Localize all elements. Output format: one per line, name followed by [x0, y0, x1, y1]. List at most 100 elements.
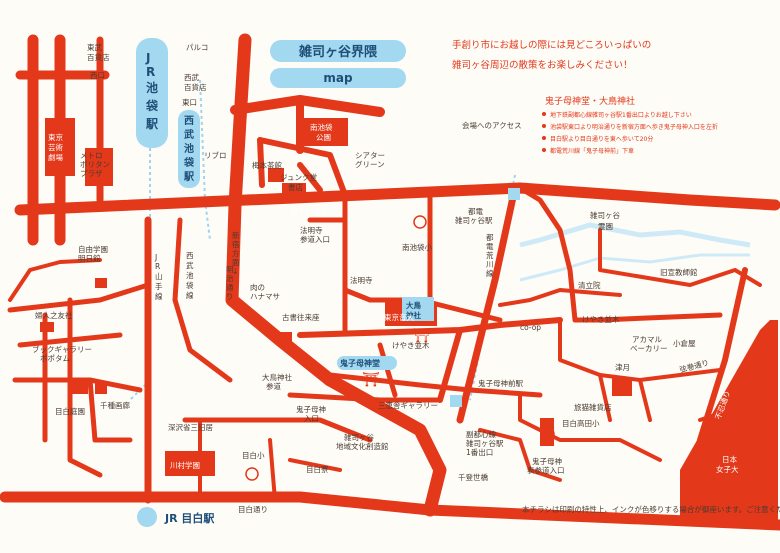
senzai-label: 千登世橋: [458, 472, 488, 482]
toden-zoshigaya-marker[interactable]: [508, 188, 520, 200]
building-mejiro-teien: [70, 378, 88, 394]
shiata-label: シアターグリーン: [355, 151, 385, 169]
jr-mejiro-marker[interactable]: [137, 507, 157, 527]
stations: [136, 38, 520, 527]
bunka-label: 雑司ヶ谷地域文化創造館: [336, 432, 389, 451]
cemetery-label: 雑司ヶ谷霊園: [590, 210, 620, 231]
ootori-label: 大鳥神社: [406, 300, 421, 320]
metropolitan-label: メトロポリタンプラザ: [80, 151, 110, 178]
building-koshoo: [278, 332, 292, 344]
jr-ikebukuro-station[interactable]: [136, 38, 168, 148]
building-junkudo: [282, 183, 306, 197]
school-icon-mejiro: [245, 467, 259, 481]
access-item: 都電荒川線「鬼子母神前」下車: [550, 147, 634, 155]
toden-arakawa-label: 都電荒川線: [486, 233, 494, 278]
mejiro-ryo-label: 目白寮: [306, 464, 329, 474]
mejiro-road-label: 目白通り: [238, 504, 268, 514]
building-fujin: [40, 322, 54, 332]
kyu-sendai-label: 旧宣教師館: [660, 267, 698, 277]
koshoo-label: 古書往来座: [282, 312, 320, 322]
keyaki-1-label: けやき並木: [392, 340, 430, 350]
intro-line1: 手創り市にお越しの際には見どころいっぱいの: [452, 39, 651, 51]
seibu-line-label: 西武池袋線: [186, 251, 194, 300]
nihon-joshi-label: 日本女子大: [716, 454, 739, 474]
school-icon-mejirodai: [541, 427, 555, 441]
seibu-ikebukuro-station[interactable]: [178, 110, 200, 188]
junkudo-label: ジュンク堂書店: [280, 172, 317, 192]
tokyo-ondai-label: 東京音大: [384, 312, 414, 322]
building-metropolitan: [85, 148, 113, 186]
toden-kishimojinmae-marker[interactable]: [450, 395, 462, 407]
building-senkei: [95, 382, 107, 394]
parco-label: パルコ: [186, 43, 208, 52]
higashiguchi-label: 東口: [182, 97, 197, 107]
school-icon-minami: [413, 215, 427, 229]
building-kawamura: [165, 451, 215, 476]
meiji-road-label: 明治通り: [226, 265, 234, 301]
access-item: 目白駅より目白通りを東へ歩いて20分: [550, 135, 653, 143]
seibu-dept-label: 西武百貨店: [184, 72, 207, 92]
title-pill-1: [270, 40, 406, 62]
access-venue: 鬼子母神堂・大鳥神社: [545, 95, 635, 107]
labels: 東武百貨店 西口 パルコ 西武百貨店 東口 リブロ 東京芸術劇場 メトロポリタン…: [32, 42, 739, 482]
temple-icons: ⛩ ⛩: [245, 215, 555, 481]
jr-mejiro-label: JR 目白駅: [164, 511, 214, 525]
building-nihon-joshi: [680, 320, 778, 520]
book-gallery-label: ブックギャラリーポポタム: [32, 344, 92, 363]
senkei-label: 千種画廊: [100, 400, 130, 410]
minami-school-label: 南池袋小: [402, 242, 432, 252]
geijutsu-label: 東京芸術劇場: [48, 132, 63, 162]
azuma-road-label: あずま通り: [290, 206, 328, 216]
jiyu-label: 自由学園明日館: [78, 244, 108, 263]
title-line2: map: [323, 71, 353, 85]
mejiro-sho-label: 目白小: [242, 450, 265, 460]
hoshoji-label: 法明寺: [350, 275, 373, 285]
fujin-label: 婦人之友社: [35, 310, 73, 320]
kishimojin-do-box[interactable]: [337, 356, 397, 370]
building-acharu: [612, 378, 632, 396]
title-line1: 雑司ヶ谷界隈: [298, 44, 378, 60]
hoshoji-sando-label: 法明寺参道入口: [300, 225, 330, 244]
coop-label: co-op: [520, 323, 541, 332]
kishi-iriguchi-label: 鬼子母神入口: [296, 404, 326, 423]
seibu-ikebukuro-label: 西武池袋駅: [183, 115, 195, 183]
niku-label: 肉のハナマサ: [250, 282, 280, 301]
building-umemoto: [268, 168, 284, 182]
umemoto-label: 梅本茶館: [252, 160, 282, 170]
access-heading: 会場へのアクセス: [462, 120, 522, 130]
kotsuza-label: 小倉屋: [673, 338, 696, 348]
keyaki-2-label: けやき並木: [582, 314, 620, 324]
acharu-label: アカマルベーカリー: [630, 335, 668, 353]
intro-line2: 雑司ヶ谷周辺の散策をお楽しみください！: [452, 59, 633, 71]
mejirodai-label: 目白高田小: [562, 418, 600, 428]
building-geijutsu: [45, 118, 75, 176]
access-list: 地下鉄副都心線雑司ヶ谷駅1番出口よりお越し下さい 池袋駅東口より明治通りを新宿方…: [542, 111, 718, 155]
access-item: 池袋駅東口より明治通りを新宿方面へ歩き鬼子母神入口を左折: [550, 123, 718, 131]
title-pill-2: [270, 68, 406, 88]
building-minami-park: [300, 118, 348, 146]
torii-icon: ⛩: [413, 328, 431, 344]
ootori-sando-label: 大鳥神社参道: [262, 372, 292, 391]
sanshuu-label: 三恵舎ギャラリー: [378, 400, 438, 410]
footer-note: 本チラシは印刷の特性上、インクが色移りする場合が御座います。ご注意ください。: [522, 504, 780, 514]
kawamura-label: 川村学園: [170, 460, 200, 470]
tsuda-label: 津月: [615, 363, 630, 372]
libro-label: リブロ: [204, 150, 227, 160]
fukasawa-label: 深沢省三旧居: [168, 422, 213, 432]
buildings: [40, 118, 778, 520]
tobu-dept-label: 東武百貨店: [87, 42, 110, 62]
shinjuku-dir-label: 新宿方面↓: [232, 230, 240, 276]
ryokan-label: 旅猫雑貨店: [574, 402, 612, 412]
nishiguchi-label: 西口: [90, 71, 105, 80]
waterways: [519, 222, 751, 282]
temple-icon: ⛩: [362, 372, 380, 388]
kishimojin-do-label: 鬼子母神堂: [340, 358, 380, 368]
title-block: 雑司ヶ谷界隈 map: [270, 40, 406, 88]
shimizu-label: 清立院: [578, 280, 601, 290]
kishi-omote-label: 鬼子母神表参道入口: [527, 456, 565, 475]
ootori-shrine-box[interactable]: [402, 297, 434, 321]
